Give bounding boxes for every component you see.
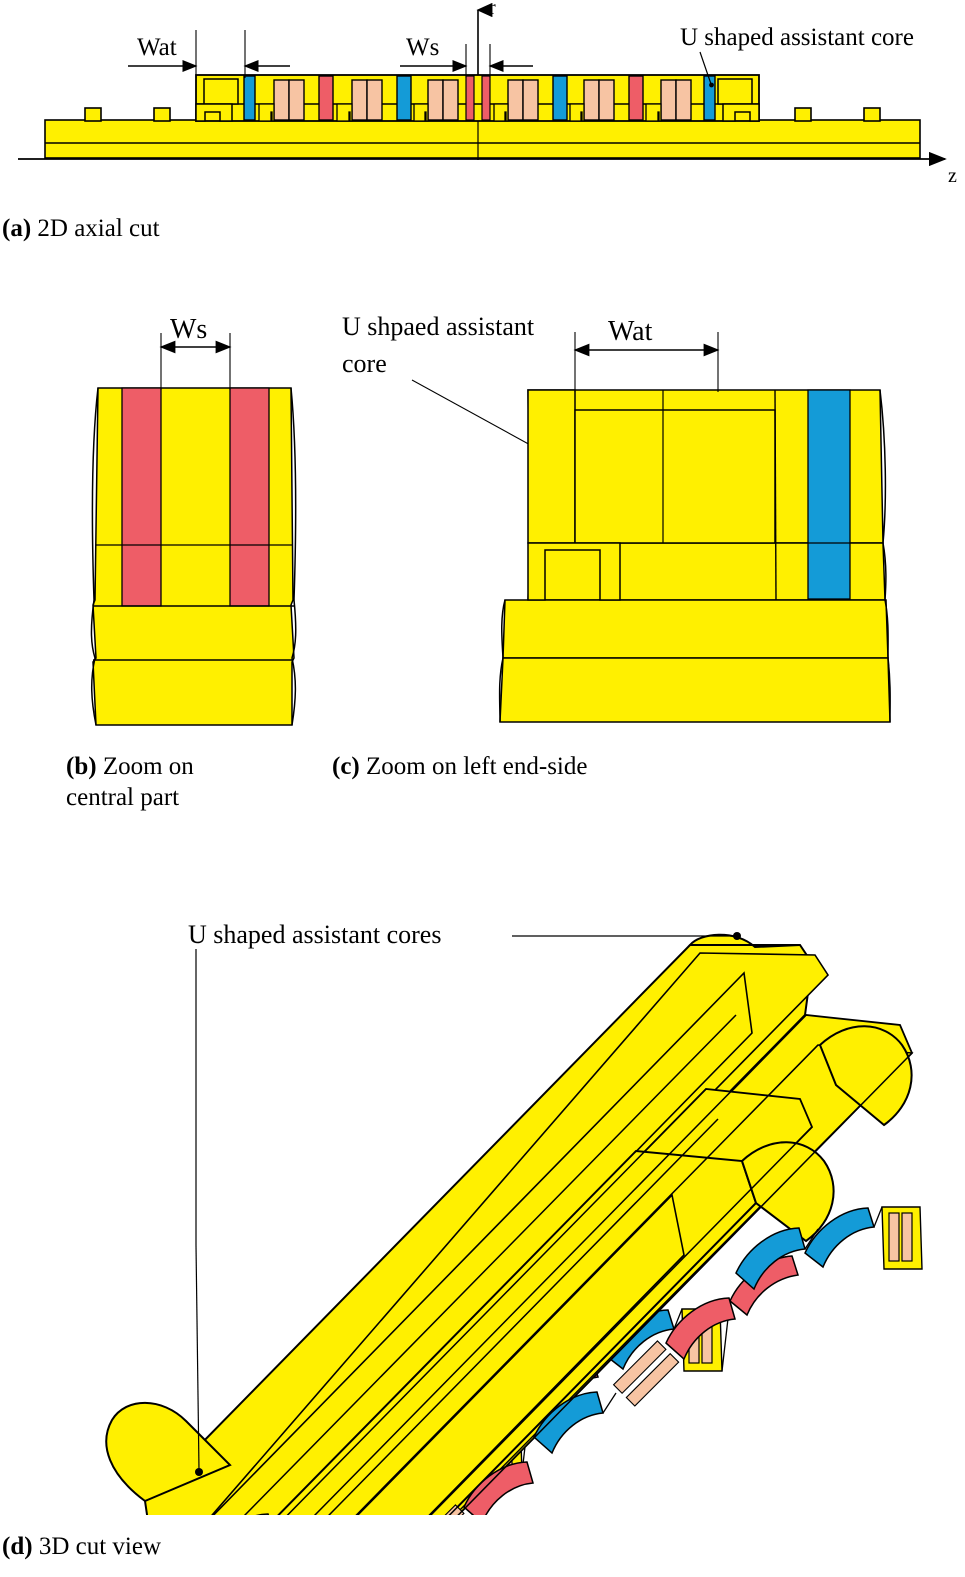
panel-d-svg: U shaped assistant cores [105,920,923,1515]
caption-b-tag: (b) [66,753,97,780]
panel-d-structure-edges [243,1014,913,1515]
caption-a-tag: (a) [2,215,32,242]
caption-d-text: 3D cut view [38,1533,162,1560]
dim-ws-label: Ws [406,34,439,61]
annotation-u-shaped-assistant-core: U shaped assistant core [680,24,914,88]
panel-b-dimension-ws: Ws [159,314,232,390]
caption-d: (d) 3D cut view [2,1531,161,1562]
panel-a-2d-axial-cut: r z [0,0,965,195]
caption-c: (c) Zoom on left end-side [332,751,587,782]
panel-a-svg: r z [18,0,957,187]
caption-d-tag: (d) [2,1533,33,1560]
panel-b-internal-lines [93,544,294,661]
axis-z: z [18,151,957,187]
dimension-ws: Ws [400,34,533,78]
panel-c-wat-label: Wat [608,316,653,347]
panel-d-annotation-label: U shaped assistant cores [188,920,441,949]
panel-c-annotation-line1: U shpaed assistant [342,312,535,341]
caption-b-text: Zoom on [102,753,194,780]
caption-b: (b) Zoom on central part [66,751,316,814]
panel-c-zoom-left-end-side: U shpaed assistant core Wat [330,300,910,740]
base-outer-teeth [84,107,881,122]
caption-c-tag: (c) [332,753,360,780]
panel-b-svg: Ws [90,314,297,726]
caption-c-text: Zoom on left end-side [366,753,588,780]
axis-r-label: r [489,0,496,19]
panel-c-svg: U shpaed assistant core Wat [342,312,891,723]
panel-d-lower-ribs [463,1228,819,1515]
panel-b-zoom-central-part: Ws [60,300,350,730]
annotation-label-a: U shaped assistant core [680,24,914,51]
caption-a-text: 2D axial cut [37,215,160,242]
panel-d-lower-slots [410,1227,806,1515]
axis-z-label: z [948,165,957,187]
panel-c-core-body [498,389,891,723]
panel-b-ws-label: Ws [170,314,207,345]
caption-a: (a) 2D axial cut [2,213,160,244]
dimension-wat: Wat [128,30,290,78]
panel-c-annotation: U shpaed assistant core [342,312,558,462]
panel-c-annotation-line2: core [342,349,387,378]
panel-d-3d-cut-view: U shaped assistant cores [0,885,965,1515]
panel-d-annotation: U shaped assistant cores [188,920,741,1476]
caption-b-text2: central part [66,784,180,812]
stator-base [44,119,921,159]
mover-body [195,74,760,122]
panel-c-dimension-wat: Wat [573,316,720,392]
panel-b-magnet-bars [121,387,270,607]
dim-wat-label: Wat [137,34,177,61]
